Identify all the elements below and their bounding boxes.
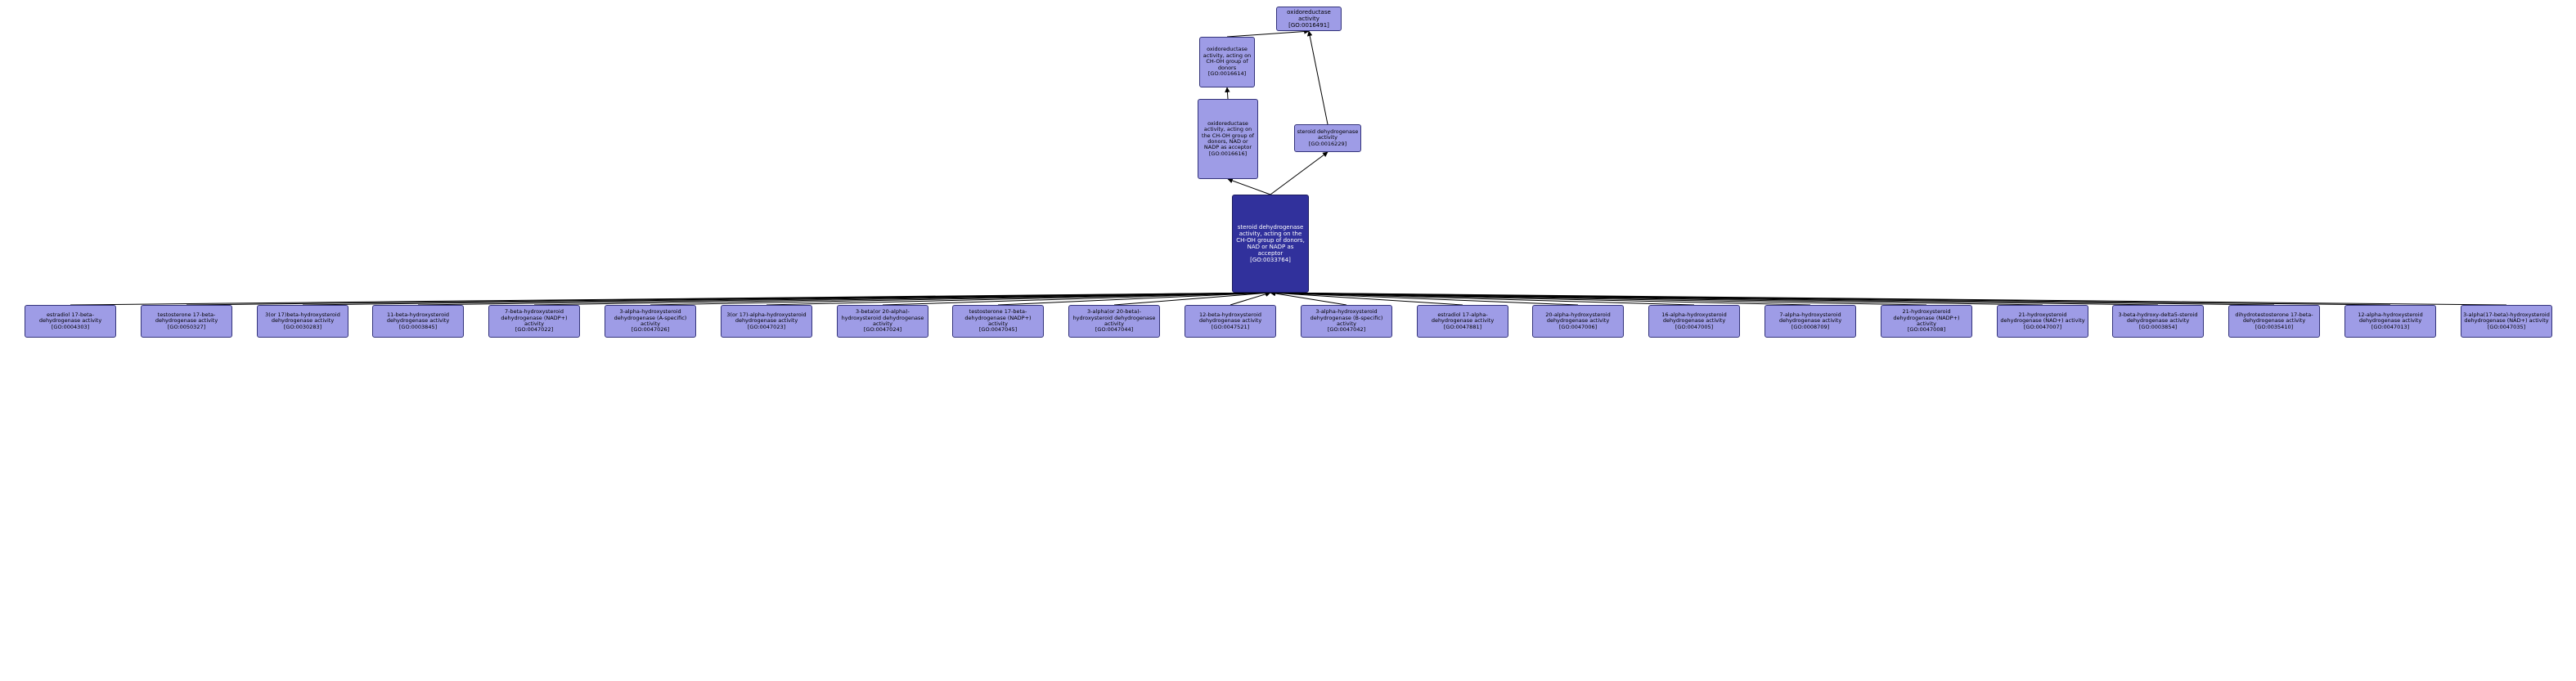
go-term-node[interactable]: 3-beta-hydroxy-delta5-steroid dehydrogen… bbox=[2112, 305, 2204, 338]
go-term-id: [GO:0033764] bbox=[1250, 257, 1291, 264]
go-term-node[interactable]: 12-beta-hydroxysteroid dehydrogenase act… bbox=[1185, 305, 1276, 338]
go-term-id: [GO:0016229] bbox=[1308, 140, 1347, 147]
go-term-id: [GO:0047024] bbox=[863, 326, 902, 334]
go-term-node[interactable]: 7-alpha-hydroxysteroid dehydrogenase act… bbox=[1765, 305, 1856, 338]
go-term-name: oxidoreductase activity, acting on CH-OH… bbox=[1203, 46, 1252, 71]
go-term-id: [GO:0047006] bbox=[1558, 323, 1598, 330]
go-term-id: [GO:0047042] bbox=[1327, 326, 1366, 334]
go-term-name: estradiol 17-alpha-dehydrogenase activit… bbox=[1431, 311, 1495, 325]
go-term-name: 7-beta-hydroxysteroid dehydrogenase (NAD… bbox=[501, 308, 568, 327]
go-term-node[interactable]: 3-beta(or 20-alpha)-hydroxysteroid dehyd… bbox=[837, 305, 928, 338]
go-term-name: estradiol 17-beta-dehydrogenase activity bbox=[38, 311, 102, 325]
go-term-name: 7-alpha-hydroxysteroid dehydrogenase act… bbox=[1778, 311, 1842, 325]
go-term-node[interactable]: steroid dehydrogenase activity [GO:00162… bbox=[1294, 124, 1361, 152]
go-term-id: [GO:0047521] bbox=[1211, 323, 1250, 330]
go-term-node[interactable]: estradiol 17-alpha-dehydrogenase activit… bbox=[1417, 305, 1508, 338]
go-term-node[interactable]: 16-alpha-hydroxysteroid dehydrogenase ac… bbox=[1648, 305, 1740, 338]
go-term-name: testosterone 17-beta-dehydrogenase (NADP… bbox=[964, 308, 1032, 327]
go-term-name: 12-alpha-hydroxysteroid dehydrogenase ac… bbox=[2358, 311, 2423, 325]
go-term-name: 21-hydroxysteroid dehydrogenase (NADP+) … bbox=[1893, 308, 1960, 327]
go-term-id: [GO:0047005] bbox=[1675, 323, 1714, 330]
go-term-node[interactable]: 3(or 17)beta-hydroxysteroid dehydrogenas… bbox=[257, 305, 348, 338]
go-term-node[interactable]: 21-hydroxysteroid dehydrogenase (NADP+) … bbox=[1881, 305, 1972, 338]
go-term-name: 3-beta-hydroxy-delta5-steroid dehydrogen… bbox=[2118, 311, 2198, 325]
go-term-name: 21-hydroxysteroid dehydrogenase (NAD+) a… bbox=[2000, 311, 2085, 325]
go-term-node[interactable]: 3(or 17)-alpha-hydroxysteroid dehydrogen… bbox=[721, 305, 812, 338]
go-term-node[interactable]: testosterone 17-beta-dehydrogenase (NADP… bbox=[952, 305, 1044, 338]
go-term-name: steroid dehydrogenase activity, acting o… bbox=[1236, 223, 1305, 258]
go-term-node[interactable]: oxidoreductase activity, acting on CH-OH… bbox=[1199, 37, 1255, 87]
go-term-node[interactable]: 21-hydroxysteroid dehydrogenase (NAD+) a… bbox=[1997, 305, 2088, 338]
go-term-id: [GO:0047045] bbox=[978, 326, 1018, 334]
go-term-node[interactable]: 12-alpha-hydroxysteroid dehydrogenase ac… bbox=[2344, 305, 2436, 338]
go-term-id: [GO:0047013] bbox=[2371, 323, 2410, 330]
go-term-id: [GO:0047022] bbox=[515, 326, 554, 334]
go-term-id: [GO:0047035] bbox=[2487, 323, 2526, 330]
go-term-id: [GO:0047023] bbox=[747, 323, 786, 330]
go-term-id: [GO:0016614] bbox=[1207, 70, 1247, 78]
go-term-id: [GO:0003854] bbox=[2138, 323, 2178, 330]
go-term-node[interactable]: 7-beta-hydroxysteroid dehydrogenase (NAD… bbox=[488, 305, 580, 338]
go-term-name: 3-alpha(or 20-beta)-hydroxysteroid dehyd… bbox=[1072, 308, 1156, 327]
go-term-name: 3-alpha-hydroxysteroid dehydrogenase (B-… bbox=[1310, 308, 1383, 327]
go-term-node[interactable]: oxidoreductase activity [GO:0016491] bbox=[1276, 7, 1342, 32]
go-term-node[interactable]: testosterone 17-beta-dehydrogenase activ… bbox=[141, 305, 232, 338]
go-term-id: [GO:0035410] bbox=[2255, 323, 2294, 330]
go-term-node[interactable]: 3-alpha-hydroxysteroid dehydrogenase (B-… bbox=[1301, 305, 1392, 338]
go-term-id: [GO:0047008] bbox=[1907, 326, 1946, 334]
go-term-name: steroid dehydrogenase activity bbox=[1297, 128, 1359, 141]
go-term-name: 3(or 17)beta-hydroxysteroid dehydrogenas… bbox=[265, 311, 340, 325]
go-term-id: [GO:0050327] bbox=[167, 323, 206, 330]
go-term-id: [GO:0047044] bbox=[1095, 326, 1134, 334]
go-term-node[interactable]: 3-alpha-hydroxysteroid dehydrogenase (A-… bbox=[605, 305, 696, 338]
go-term-id: [GO:0030283] bbox=[283, 323, 322, 330]
go-term-node[interactable]: 3-alpha(or 20-beta)-hydroxysteroid dehyd… bbox=[1068, 305, 1160, 338]
go-term-id: [GO:0008709] bbox=[1791, 323, 1830, 330]
go-term-name: oxidoreductase activity, acting on the C… bbox=[1202, 119, 1254, 151]
go-term-node[interactable]: estradiol 17-beta-dehydrogenase activity… bbox=[25, 305, 116, 338]
go-term-id: [GO:0004303] bbox=[51, 323, 90, 330]
go-term-id: [GO:0016491] bbox=[1288, 22, 1329, 29]
go-term-id: [GO:0003845] bbox=[398, 323, 438, 330]
go-term-id: [GO:0016616] bbox=[1208, 150, 1248, 157]
go-term-node[interactable]: dihydrotestosterone 17-beta-dehydrogenas… bbox=[2228, 305, 2320, 338]
go-term-name: 16-alpha-hydroxysteroid dehydrogenase ac… bbox=[1661, 311, 1727, 325]
go-term-name: dihydrotestosterone 17-beta-dehydrogenas… bbox=[2235, 311, 2313, 325]
go-term-name: 3-alpha(17-beta)-hydroxysteroid dehydrog… bbox=[2463, 311, 2550, 325]
go-term-name: 20-alpha-hydroxysteroid dehydrogenase ac… bbox=[1545, 311, 1611, 325]
go-term-id: [GO:0047007] bbox=[2023, 323, 2062, 330]
go-term-name: testosterone 17-beta-dehydrogenase activ… bbox=[155, 311, 218, 325]
go-term-name: 12-beta-hydroxysteroid dehydrogenase act… bbox=[1198, 311, 1262, 325]
go-term-name: 11-beta-hydroxysteroid dehydrogenase act… bbox=[386, 311, 450, 325]
go-term-name: 3-alpha-hydroxysteroid dehydrogenase (A-… bbox=[614, 308, 687, 327]
go-term-name: 3(or 17)-alpha-hydroxysteroid dehydrogen… bbox=[726, 311, 807, 325]
go-term-id: [GO:0047881] bbox=[1443, 323, 1482, 330]
go-term-node[interactable]: 11-beta-hydroxysteroid dehydrogenase act… bbox=[372, 305, 464, 338]
go-term-name: 3-beta(or 20-alpha)-hydroxysteroid dehyd… bbox=[841, 308, 924, 327]
go-term-id: [GO:0047026] bbox=[631, 326, 670, 334]
go-term-node-selected[interactable]: steroid dehydrogenase activity, acting o… bbox=[1232, 195, 1309, 293]
go-term-node[interactable]: 3-alpha(17-beta)-hydroxysteroid dehydrog… bbox=[2461, 305, 2552, 338]
go-term-node[interactable]: oxidoreductase activity, acting on the C… bbox=[1198, 99, 1258, 179]
go-term-node[interactable]: 20-alpha-hydroxysteroid dehydrogenase ac… bbox=[1532, 305, 1624, 338]
go-term-name: oxidoreductase activity bbox=[1287, 9, 1331, 23]
